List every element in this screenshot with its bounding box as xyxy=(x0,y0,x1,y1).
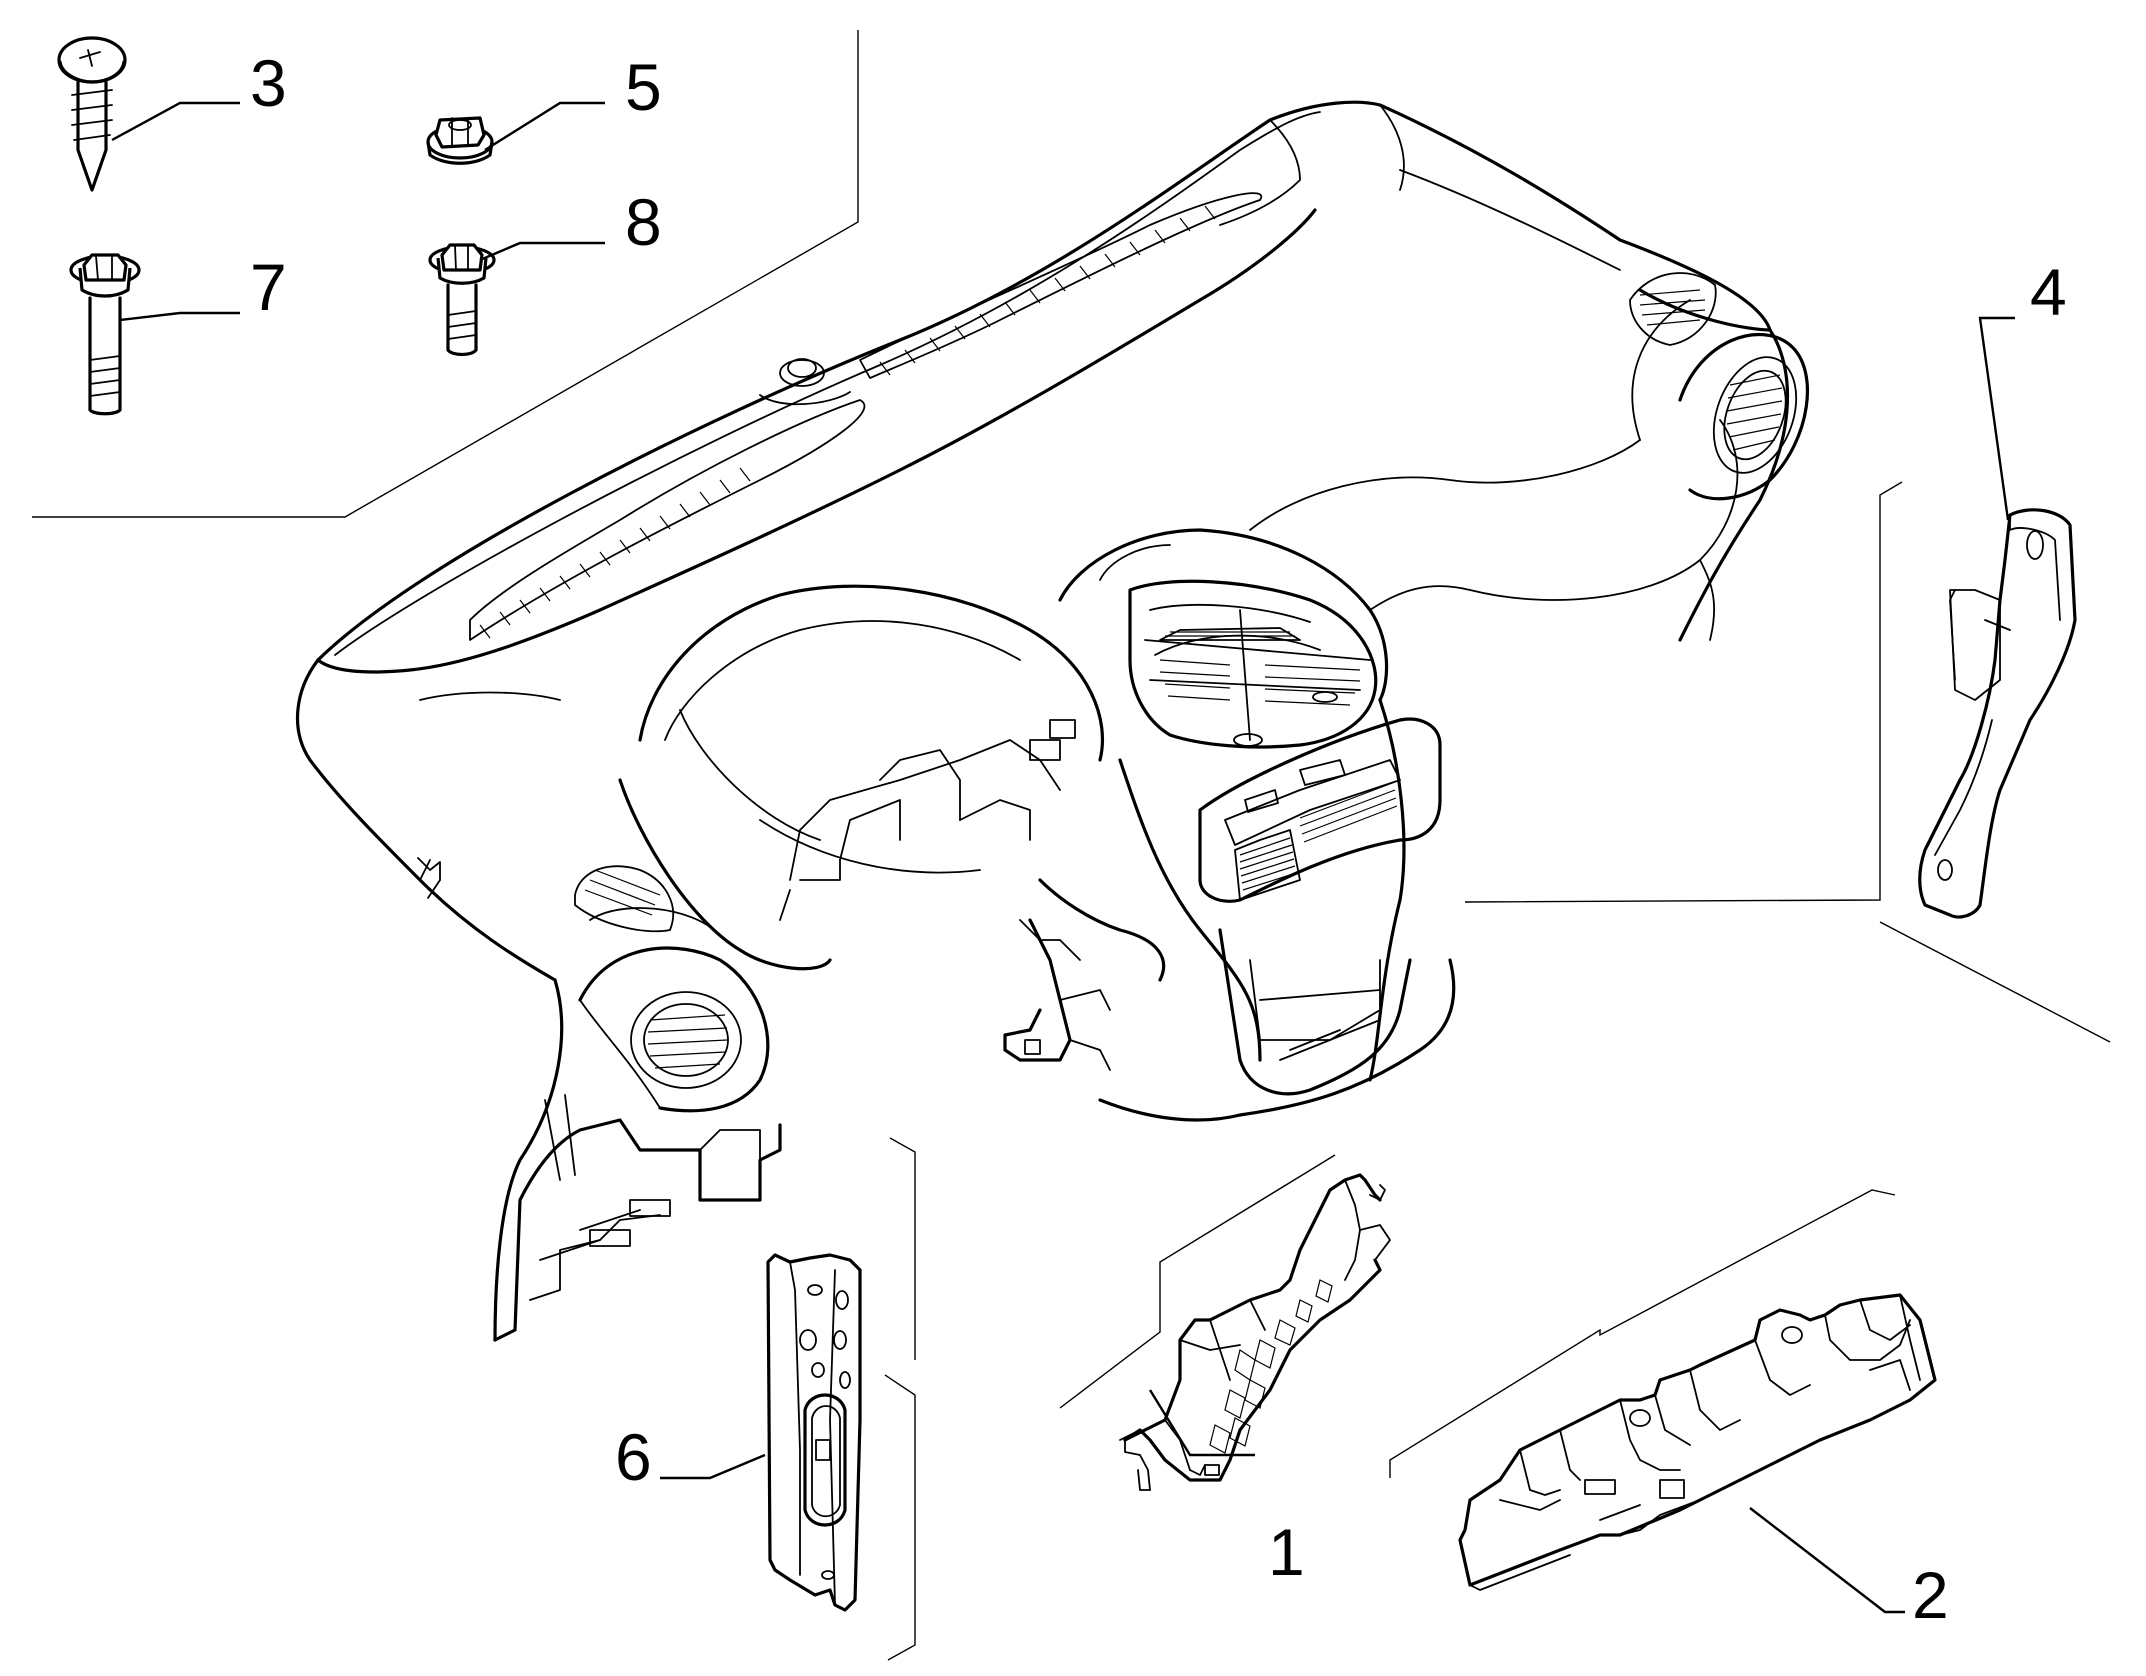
callout-7: 7 xyxy=(250,250,287,324)
part-1-bracket xyxy=(1119,1173,1391,1491)
part-4-bracket xyxy=(1918,508,2077,919)
callout-5: 5 xyxy=(625,50,662,124)
callout-6: 6 xyxy=(615,1420,652,1494)
callout-1: 1 xyxy=(1268,1515,1305,1589)
part-3-screw xyxy=(57,36,127,192)
boundary-lines xyxy=(32,30,2111,1661)
callout-2: 2 xyxy=(1912,1558,1949,1632)
callout-3: 3 xyxy=(250,46,287,120)
callout-8: 8 xyxy=(625,185,662,259)
defrost-vent-grille xyxy=(479,205,1216,639)
part-2-beam xyxy=(1458,1293,1937,1591)
leader-lines xyxy=(111,101,2015,1614)
callout-4: 4 xyxy=(2030,255,2067,329)
part-8-bolt xyxy=(428,243,496,357)
part-6-plate xyxy=(766,1253,862,1612)
part-7-bolt xyxy=(69,253,141,416)
callout-labels: 1 2 3 4 5 6 7 8 xyxy=(250,46,2067,1632)
part-5-nut xyxy=(426,116,494,165)
dashboard-assembly xyxy=(295,100,1810,1342)
